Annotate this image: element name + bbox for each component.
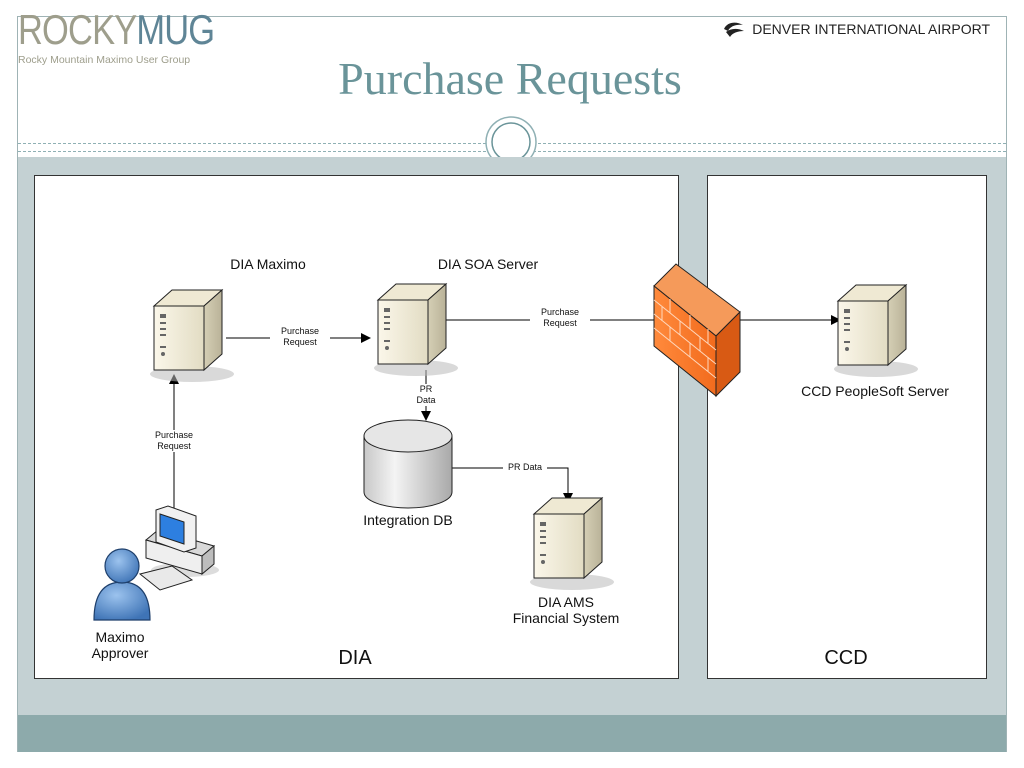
integration-db-label: Integration DB xyxy=(363,512,453,528)
edge-label-soa-to-ccd-line1: Purchase xyxy=(540,307,580,317)
logo-subtitle: Rocky Mountain Maximo User Group xyxy=(18,54,191,66)
dia-maximo-label: DIA Maximo xyxy=(230,256,306,272)
airport-name: DENVER INTERNATIONAL AIRPORT xyxy=(752,21,990,37)
dia-panel-label: DIA xyxy=(338,647,372,669)
slide-title: Purchase Requests xyxy=(338,53,682,104)
dia-soa-server-icon xyxy=(373,283,459,377)
integration-db-icon xyxy=(363,419,453,509)
ccd-panel-label: CCD xyxy=(824,647,868,669)
ccd-peoplesoft-server-label: CCD PeopleSoft Server xyxy=(801,383,949,399)
dia-maximo-server-icon xyxy=(149,289,235,383)
title-ornament-circle xyxy=(485,116,537,168)
dia-soa-server-label: DIA SOA Server xyxy=(437,256,539,272)
logo-wordmark: ROCKYMUG xyxy=(18,6,215,53)
edge-label-approver-to-maximo-line1: Purchase xyxy=(154,430,194,440)
ccd-panel xyxy=(707,175,987,679)
maximo-approver-user-icon xyxy=(93,548,151,621)
logo-mug-text: MUG xyxy=(136,6,215,53)
edge-label-maximo-to-soa-line2: Request xyxy=(283,337,317,347)
maximo-approver-label-line2: Approver xyxy=(91,645,149,661)
maximo-approver-label: Maximo Approver xyxy=(80,629,160,661)
dia-ams-server-icon xyxy=(529,497,615,591)
edge-label-maximo-to-soa: Purchase Request xyxy=(270,326,330,348)
maximo-approver-label-line1: Maximo xyxy=(95,629,145,645)
logo-rocky-text: ROCKY xyxy=(18,6,137,53)
edge-label-soa-to-db-line1: PR xyxy=(419,384,433,394)
dia-ams-label: DIA AMS Financial System xyxy=(496,594,636,626)
computer-workstation-icon xyxy=(138,505,219,591)
dia-ams-label-line1: DIA AMS xyxy=(537,594,595,610)
header-rule xyxy=(213,16,1007,17)
dia-ams-label-line2: Financial System xyxy=(512,610,620,626)
edge-label-soa-to-ccd: Purchase Request xyxy=(530,307,590,329)
footer-bar xyxy=(18,715,1006,752)
ccd-peoplesoft-server-icon xyxy=(833,284,919,378)
edge-label-soa-to-db-line2: Data xyxy=(416,395,436,405)
edge-label-approver-to-maximo: Purchase Request xyxy=(144,430,204,452)
edge-label-soa-to-db: PR Data xyxy=(411,384,441,406)
edge-label-maximo-to-soa-line1: Purchase xyxy=(280,326,320,336)
airport-logo-icon xyxy=(724,22,745,37)
edge-label-soa-to-ccd-line2: Request xyxy=(543,318,577,328)
edge-label-db-to-ams: PR Data xyxy=(503,462,547,473)
firewall-icon xyxy=(653,263,741,398)
rockymug-logo: ROCKYMUG Rocky Mountain Maximo User Grou… xyxy=(18,8,215,70)
airport-brand: DENVER INTERNATIONAL AIRPORT xyxy=(722,20,990,38)
edge-db-to-ams xyxy=(452,467,573,503)
edge-label-approver-to-maximo-line2: Request xyxy=(157,441,191,451)
